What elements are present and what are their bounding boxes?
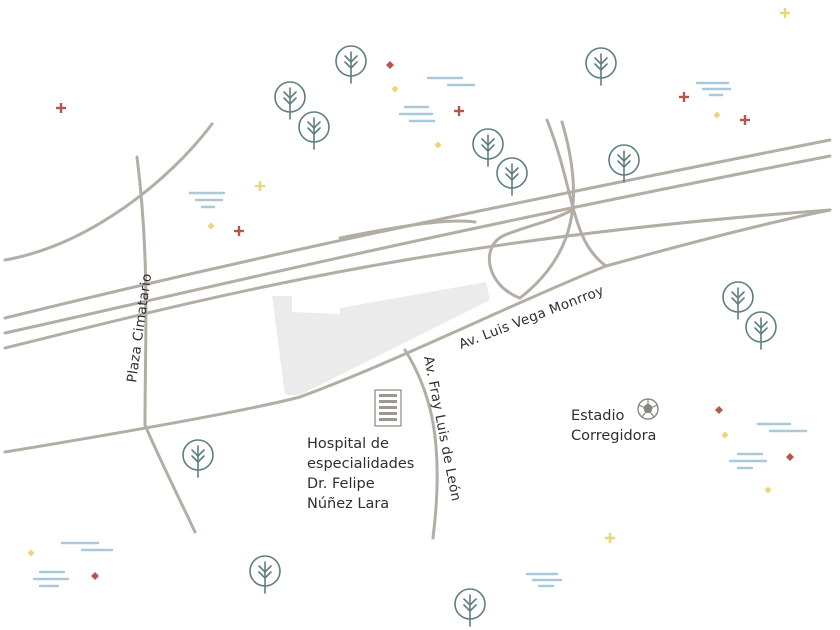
hospital-building-icon[interactable] <box>374 389 402 427</box>
road-interchange-1 <box>545 118 608 268</box>
tree-icon <box>472 128 504 167</box>
road-curve-northwest <box>3 122 214 262</box>
water-mark-icon <box>695 81 732 97</box>
diamond-icon <box>207 222 215 230</box>
tree-icon <box>608 144 640 183</box>
road-highway-1 <box>3 138 832 320</box>
hospital-label-line-2: especialidades <box>307 456 414 472</box>
stadium-label: Estadio Corregidora <box>571 408 656 444</box>
hospital-label-line-4: Núñez Lara <box>307 496 389 512</box>
water-layer <box>32 76 808 588</box>
tree-icon <box>496 157 528 196</box>
water-mark-icon <box>188 191 226 209</box>
diamond-icon <box>721 431 729 439</box>
water-mark-icon <box>525 572 563 588</box>
diamond-icon <box>391 85 399 93</box>
diamond-icon <box>91 572 99 580</box>
plus-icon <box>679 92 689 102</box>
plus-icon <box>56 103 66 113</box>
plus-icon <box>605 533 615 543</box>
stadium-label-line-1: Estadio <box>571 408 625 424</box>
stadium-label-line-2: Corregidora <box>571 428 656 444</box>
label-fray-luis-de-leon: Av. Fray Luis de León <box>420 355 464 503</box>
road-highway-2 <box>3 154 832 335</box>
trees-layer <box>182 45 777 627</box>
road-plaza-cimatario <box>135 155 197 534</box>
tree-icon <box>335 45 367 84</box>
tree-icon <box>585 47 617 86</box>
soccer-ball-icon[interactable] <box>637 398 659 420</box>
plus-icon <box>234 226 244 236</box>
diamond-icon <box>27 549 35 557</box>
plus-icon <box>255 181 265 191</box>
decor-layer <box>27 8 794 580</box>
road-highway-3 <box>3 208 832 350</box>
plus-icon <box>780 8 790 18</box>
hospital-label-line-3: Dr. Felipe <box>307 476 375 492</box>
diamond-icon <box>386 61 394 69</box>
diamond-icon <box>434 141 442 149</box>
hospital-label: Hospital de especialidades Dr. Felipe Nú… <box>307 436 419 512</box>
water-mark-icon <box>32 570 70 588</box>
tree-icon <box>274 81 306 120</box>
tree-icon <box>298 111 330 150</box>
water-mark-icon <box>426 76 476 87</box>
hospital-label-line-1: Hospital de <box>307 436 389 452</box>
water-mark-icon <box>756 422 808 433</box>
hospital-site-area <box>272 282 490 395</box>
diamond-icon <box>764 486 772 494</box>
diamond-icon <box>786 453 794 461</box>
road-connector <box>338 219 477 240</box>
tree-icon <box>722 281 754 320</box>
road-interchange-loop <box>488 208 574 300</box>
tree-icon <box>182 439 214 478</box>
tree-icon <box>745 311 777 350</box>
tree-icon <box>249 555 281 594</box>
diamond-icon <box>715 406 723 414</box>
road-fray-luis-de-leon <box>403 348 439 540</box>
plus-icon <box>740 115 750 125</box>
water-mark-icon <box>60 541 114 552</box>
tree-icon <box>454 588 486 627</box>
plus-icon <box>454 106 464 116</box>
road-interchange-2 <box>518 120 576 300</box>
water-mark-icon <box>398 105 436 123</box>
road-network <box>3 118 832 540</box>
water-mark-icon <box>728 452 768 470</box>
road-luis-vega-monrroy <box>3 208 832 454</box>
diamond-icon <box>713 111 721 119</box>
